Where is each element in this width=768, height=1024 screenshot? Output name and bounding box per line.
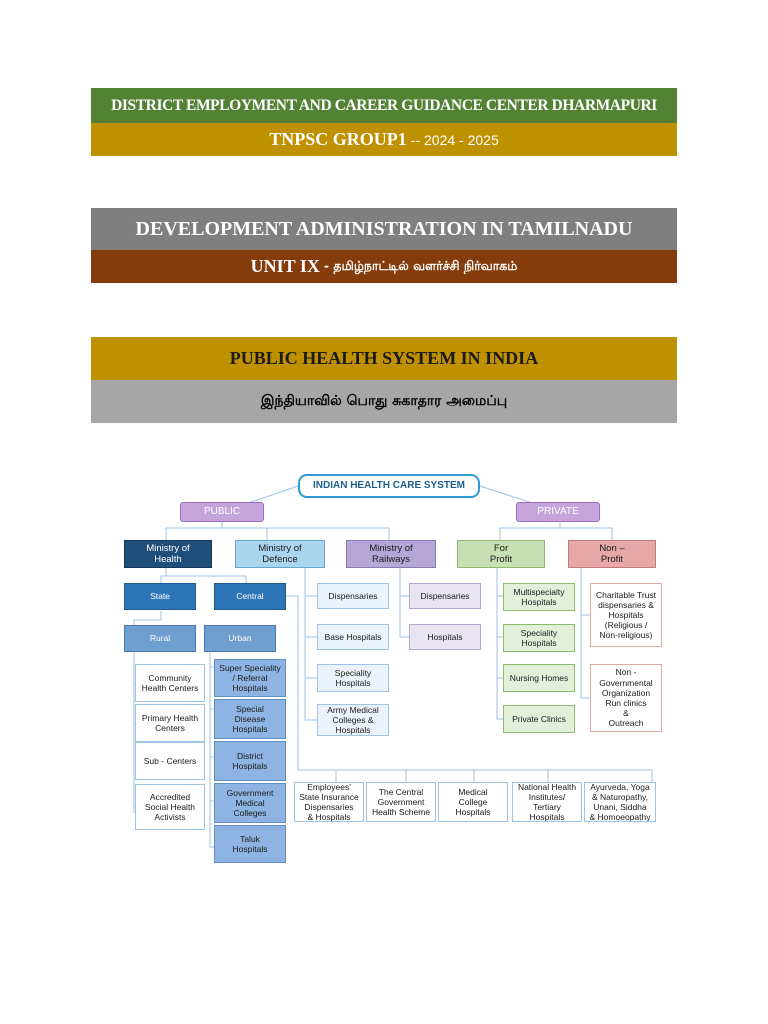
- urban-item: Super Speciality / Referral Hospitals: [214, 659, 286, 697]
- defence-item: Army Medical Colleges & Hospitals: [317, 704, 389, 736]
- for-profit-item: Speciality Hospitals: [503, 624, 575, 652]
- for-profit-item: Nursing Homes: [503, 664, 575, 692]
- diagram-connectors: [133, 485, 653, 848]
- railways-item: Hospitals: [409, 624, 481, 650]
- topic-tamil-title: இந்தியாவில் பொது சுகாதார அமைப்பு: [260, 392, 508, 409]
- topic-title: PUBLIC HEALTH SYSTEM IN INDIA: [229, 348, 539, 368]
- urban-node: Urban: [204, 625, 276, 652]
- center-banner: DISTRICT EMPLOYMENT AND CAREER GUIDANCE …: [91, 88, 677, 123]
- central-item: Ayurveda, Yoga & Naturopathy, Unani, Sid…: [584, 782, 656, 822]
- subject-title: DEVELOPMENT ADMINISTRATION IN TAMILNADU: [135, 217, 633, 240]
- topic-tamil-banner: இந்தியாவில் பொது சுகாதார அமைப்பு: [91, 380, 677, 423]
- defence-item: Base Hospitals: [317, 624, 389, 650]
- rural-item: Sub - Centers: [135, 742, 205, 780]
- unit-title: UNIT IX: [250, 256, 320, 276]
- central-item: Medical College Hospitals: [438, 782, 508, 822]
- exam-banner: TNPSC GROUP1 -- 2024 - 2025: [91, 123, 677, 156]
- exam-year: -- 2024 - 2025: [410, 131, 499, 148]
- subject-banner: DEVELOPMENT ADMINISTRATION IN TAMILNADU: [91, 208, 677, 250]
- urban-item: Special Disease Hospitals: [214, 699, 286, 739]
- defence-item: Dispensaries: [317, 583, 389, 609]
- topic-banner: PUBLIC HEALTH SYSTEM IN INDIA: [91, 337, 677, 380]
- ministry-health-node: Ministry of Health: [124, 540, 212, 568]
- unit-tamil-title: - தமிழ்நாட்டில் வளர்ச்சி நிர்வாகம்: [323, 258, 518, 273]
- non-profit-item: Charitable Trust dispensaries & Hospital…: [590, 583, 662, 647]
- for-profit-node: For Profit: [457, 540, 545, 568]
- for-profit-item: Multispecialty Hospitals: [503, 583, 575, 611]
- urban-item: Government Medical Colleges: [214, 783, 286, 823]
- non-profit-item: Non - Governmental Organization Run clin…: [590, 664, 662, 732]
- ministry-railways-node: Ministry of Railways: [346, 540, 436, 568]
- central-item: The Central Government Health Scheme: [366, 782, 436, 822]
- rural-item: Primary Health Centers: [135, 704, 205, 742]
- urban-item: District Hospitals: [214, 741, 286, 781]
- rural-node: Rural: [124, 625, 196, 652]
- health-system-diagram: INDIAN HEALTH CARE SYSTEM PUBLIC PRIVATE…: [120, 470, 665, 865]
- exam-title: TNPSC GROUP1: [269, 129, 407, 149]
- rural-item: Accredited Social Health Activists: [135, 784, 205, 830]
- private-node: PRIVATE: [516, 502, 600, 522]
- railways-item: Dispensaries: [409, 583, 481, 609]
- root-node: INDIAN HEALTH CARE SYSTEM: [298, 474, 480, 498]
- rural-item: Community Health Centers: [135, 664, 205, 702]
- central-item: National Health Institutes/ Tertiary Hos…: [512, 782, 582, 822]
- non-profit-node: Non – Profit: [568, 540, 656, 568]
- defence-item: Speciality Hospitals: [317, 664, 389, 692]
- central-item: Employees' State Insurance Dispensaries …: [294, 782, 364, 822]
- state-node: State: [124, 583, 196, 610]
- public-node: PUBLIC: [180, 502, 264, 522]
- urban-item: Taluk Hospitals: [214, 825, 286, 863]
- central-node: Central: [214, 583, 286, 610]
- unit-banner: UNIT IX - தமிழ்நாட்டில் வளர்ச்சி நிர்வாக…: [91, 250, 677, 283]
- for-profit-item: Private Clinics: [503, 705, 575, 733]
- center-title: DISTRICT EMPLOYMENT AND CAREER GUIDANCE …: [111, 96, 657, 114]
- ministry-defence-node: Ministry of Defence: [235, 540, 325, 568]
